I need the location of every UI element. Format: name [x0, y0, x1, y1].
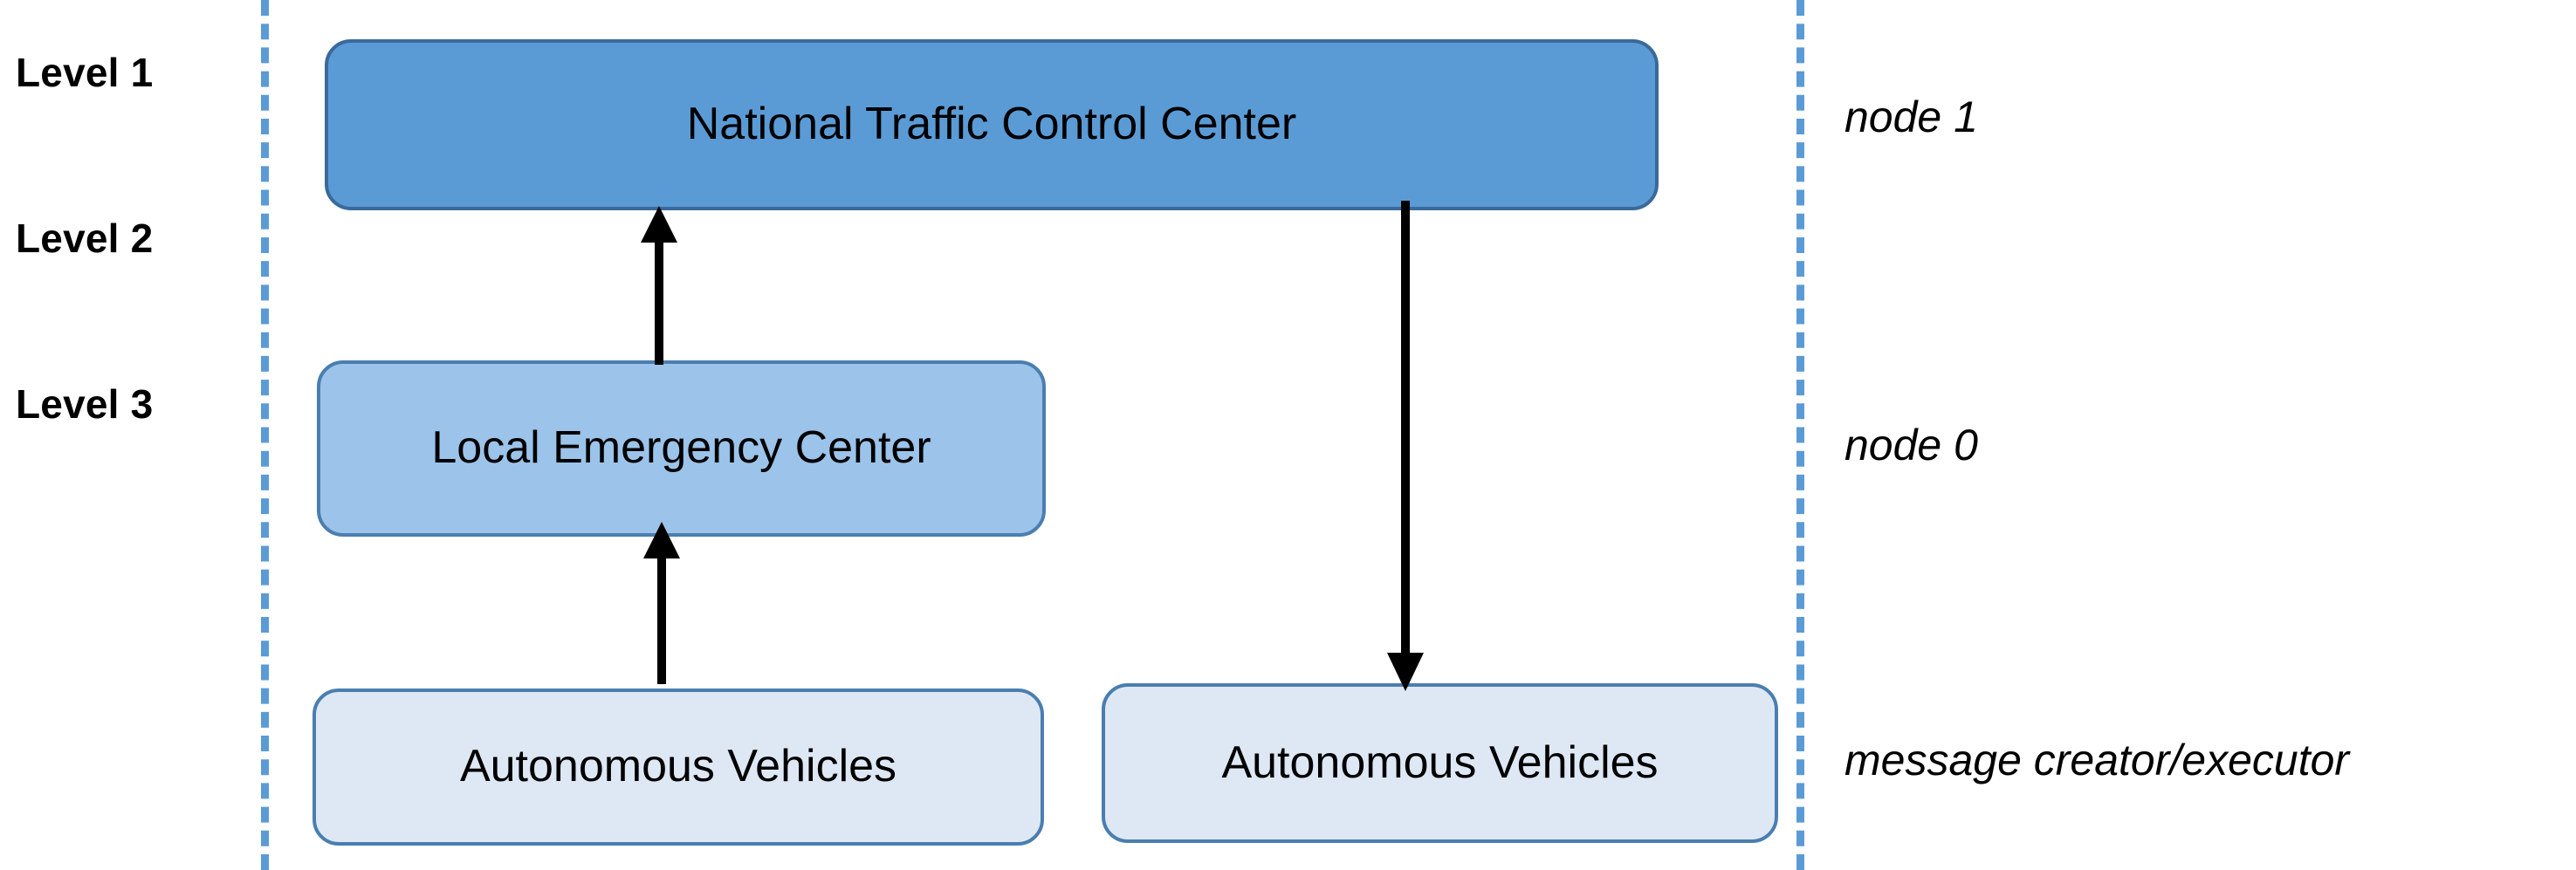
node-label-local-emergency-center: Local Emergency Center — [431, 422, 931, 474]
arrow-down-icon-national-traffic-control-center-to-autonomous-vehicles — [1387, 201, 1424, 691]
dashed-divider-right — [1796, 0, 1804, 870]
node-autonomous-vehicles-left[interactable]: Autonomous Vehicles — [313, 688, 1044, 846]
arrow-up-icon-av-to-local-emergency-center — [643, 522, 680, 684]
annotation-node-0: node 0 — [1844, 421, 1978, 469]
level-2-label: Level 2 — [16, 216, 154, 261]
node-label-national-traffic-control-center: National Traffic Control Center — [686, 99, 1297, 150]
node-autonomous-vehicles-right[interactable]: Autonomous Vehicles — [1102, 683, 1778, 843]
annotation-message-creator-executor: message creator/executor — [1844, 736, 2350, 784]
node-label-autonomous-vehicles-right: Autonomous Vehicles — [1221, 736, 1659, 788]
annotation-node-1: node 1 — [1844, 92, 1978, 141]
node-national-traffic-control-center[interactable]: National Traffic Control Center — [325, 39, 1659, 210]
level-1-label: Level 1 — [16, 50, 154, 95]
node-local-emergency-center[interactable]: Local Emergency Center — [317, 360, 1046, 537]
node-label-autonomous-vehicles-left: Autonomous Vehicles — [459, 741, 897, 792]
level-3-label: Level 3 — [16, 381, 154, 427]
dashed-divider-left — [261, 0, 269, 870]
arrow-up-icon-local-emergency-center-to-national-traffic-control-center — [641, 206, 677, 365]
